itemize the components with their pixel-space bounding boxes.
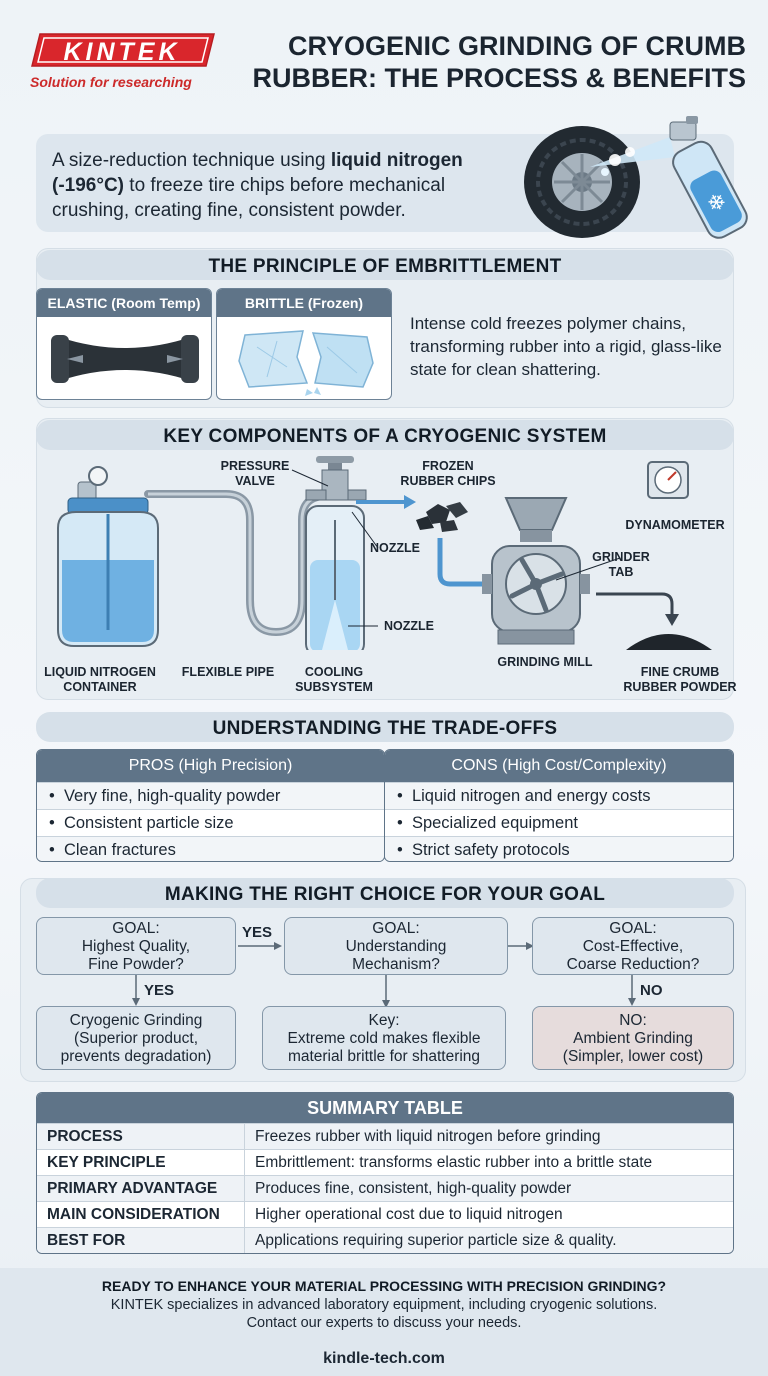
pros-item: • Very fine, high-quality powder xyxy=(37,782,384,809)
cooling-subsystem xyxy=(305,456,367,650)
footer-cta: READY TO ENHANCE YOUR MATERIAL PROCESSIN… xyxy=(101,1278,667,1294)
yes-down-label: YES xyxy=(144,982,175,999)
intro-text: A size-reduction technique using liquid … xyxy=(52,148,522,223)
pros-header: PROS (High Precision) xyxy=(37,750,384,782)
title-line2: RUBBER: THE PROCESS & BENEFITS xyxy=(252,63,746,93)
powder-pile xyxy=(626,634,712,650)
choice-title: MAKING THE RIGHT CHOICE FOR YOUR GOAL xyxy=(164,884,606,905)
cons-list: • Liquid nitrogen and energy costs • Spe… xyxy=(385,782,733,861)
pros-table: PROS (High Precision) • Very fine, high-… xyxy=(36,749,385,862)
result-ambient-box: NO:Ambient Grinding(Simpler, lower cost) xyxy=(532,1006,734,1070)
intro-pre: A size-reduction technique using xyxy=(52,150,331,171)
embrittlement-header xyxy=(36,250,734,280)
brand-tagline: Solution for researching xyxy=(30,74,192,90)
goal-quality-box: GOAL:Highest Quality,Fine Powder? xyxy=(36,917,236,975)
brand-logo xyxy=(31,33,215,67)
footer xyxy=(0,1268,768,1376)
label-dynamometer: DYNAMOMETER xyxy=(625,518,725,532)
pros-item: • Clean fractures xyxy=(37,836,384,861)
tire-icon xyxy=(524,126,640,238)
cons-item: • Liquid nitrogen and energy costs xyxy=(385,782,733,809)
footer-website-link[interactable]: kindle-tech.com xyxy=(323,1350,445,1367)
components-header xyxy=(36,420,734,450)
shattered-ice-icon xyxy=(238,330,374,396)
elastic-label: ELASTIC (Room Temp) xyxy=(37,289,211,317)
stretched-rubber-icon xyxy=(51,335,199,383)
label-flexible-pipe: FLEXIBLE PIPE xyxy=(181,665,275,679)
flexible-pipe xyxy=(144,490,327,637)
result-cryogenic-box: Cryogenic Grinding(Superior product,prev… xyxy=(36,1006,236,1070)
label-grinding-mill: GRINDING MILL xyxy=(497,655,593,669)
no-down-label: NO xyxy=(640,982,663,999)
dynamometer-gauge xyxy=(647,461,689,499)
frozen-rubber-chips xyxy=(416,502,468,532)
intro-bold-nitrogen: liquid nitrogen xyxy=(330,150,463,171)
pros-list: • Very fine, high-quality powder • Consi… xyxy=(37,782,384,861)
title-line1: CRYOGENIC GRINDING OF CRUMB xyxy=(288,31,746,61)
footer-description: KINTEK specializes in advanced laborator… xyxy=(110,1297,658,1331)
pros-item: • Consistent particle size xyxy=(37,809,384,836)
cons-item: • Specialized equipment xyxy=(385,809,733,836)
grinding-mill xyxy=(482,497,590,645)
intro-post: to freeze tire chips before mechanical c… xyxy=(52,175,446,221)
embrittlement-title: THE PRINCIPLE OF EMBRITTLEMENT xyxy=(208,256,562,277)
brittle-card: BRITTLE (Frozen) xyxy=(216,288,392,400)
intro-bold-temp: (-196°C) xyxy=(52,175,125,196)
tradeoffs-header xyxy=(36,712,734,742)
yes-across-label: YES xyxy=(242,924,273,941)
liquid-nitrogen-container xyxy=(57,466,159,647)
spray-mist xyxy=(590,137,675,176)
cons-item: • Strict safety protocols xyxy=(385,836,733,861)
summary-title: SUMMARY TABLE xyxy=(37,1093,733,1123)
embrittlement-description: Intense cold freezes polymer chains, tra… xyxy=(410,314,722,379)
label-nozzle-top: NOZZLE xyxy=(370,541,420,555)
tradeoffs-title: UNDERSTANDING THE TRADE-OFFS xyxy=(212,718,558,739)
tire-spray-illustration: ❄ xyxy=(524,116,748,239)
decision-arrows xyxy=(132,942,636,1008)
cons-table: CONS (High Cost/Complexity) • Liquid nit… xyxy=(384,749,734,862)
components-title: KEY COMPONENTS OF A CRYOGENIC SYSTEM xyxy=(163,426,607,447)
brand-name: KINTEK xyxy=(63,38,181,66)
brittle-label: BRITTLE (Frozen) xyxy=(217,289,391,317)
cons-header: CONS (High Cost/Complexity) xyxy=(385,750,733,782)
elastic-card: ELASTIC (Room Temp) xyxy=(36,288,212,400)
choice-header xyxy=(36,878,734,908)
spray-can-icon: ❄ xyxy=(669,116,748,239)
page-title: CRYOGENIC GRINDING OF CRUMB RUBBER: THE … xyxy=(236,30,746,94)
label-nozzle-bottom: NOZZLE xyxy=(384,619,434,633)
cryogenic-system-diagram xyxy=(57,456,712,650)
goal-cost-box: GOAL:Cost-Effective,Coarse Reduction? xyxy=(532,917,734,975)
